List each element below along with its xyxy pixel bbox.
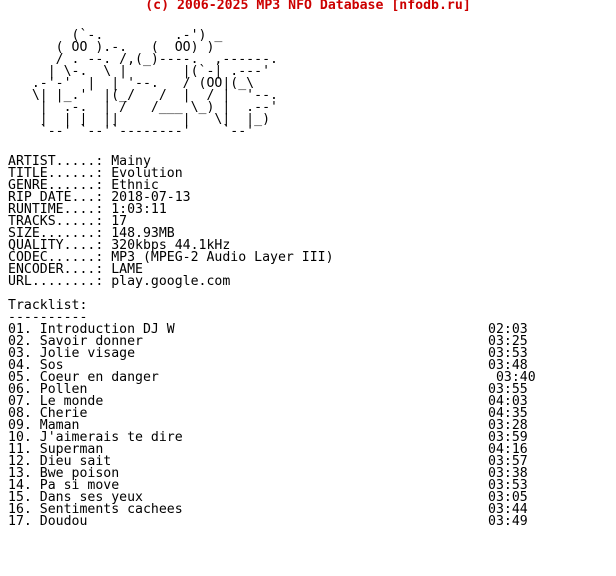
info-key: QUALITY....: xyxy=(8,238,112,253)
track-row: 16. Sentiments cachees 03:44 xyxy=(8,502,568,517)
track-row: 12. Dieu sait 03:57 xyxy=(8,454,568,469)
track-duration: 03:49 xyxy=(488,514,528,529)
track-duration: 03:55 xyxy=(488,382,528,397)
track-row: 17. Doudou 03:49 xyxy=(8,514,568,529)
track-duration: 03:25 xyxy=(488,334,528,349)
info-key: TITLE......: xyxy=(8,166,112,181)
tracklist: 01. Introduction DJ W 02:03 02. Savoir do… xyxy=(8,322,568,529)
track-duration: 04:35 xyxy=(488,406,528,421)
track-label: 11. Superman xyxy=(8,442,104,457)
info-key: URL........: xyxy=(8,274,112,289)
track-label: 17. Doudou xyxy=(8,514,88,529)
ascii-art-logo: (`-. .-') _ ( OO ).-. ( OO) ) / . --. /,… xyxy=(31,28,278,139)
track-label: 15. Dans ses yeux xyxy=(8,490,143,505)
info-value: MP3 (MPEG-2 Audio Layer III) xyxy=(111,250,334,265)
track-duration: 04:03 xyxy=(488,394,528,409)
track-row: 06. Pollen 03:55 xyxy=(8,382,568,397)
info-key: CODEC......: xyxy=(8,250,112,265)
tracklist-divider: ---------- xyxy=(8,310,88,325)
track-label: 07. Le monde xyxy=(8,394,104,409)
info-row-url: URL........: play.google.com xyxy=(8,274,334,289)
track-duration: 03:53 xyxy=(488,478,528,493)
track-label: 06. Pollen xyxy=(8,382,88,397)
info-value: 320kbps 44.1kHz xyxy=(111,238,231,253)
track-label: 10. J'aimerais te dire xyxy=(8,430,183,445)
track-duration: 03:57 xyxy=(488,454,528,469)
info-key: SIZE.......: xyxy=(8,226,112,241)
track-label: 01. Introduction DJ W xyxy=(8,322,175,337)
track-row: 13. Bwe poison 03:38 xyxy=(8,466,568,481)
track-duration: 03:59 xyxy=(488,430,528,445)
track-row: 15. Dans ses yeux 03:05 xyxy=(8,490,568,505)
track-duration: 03:28 xyxy=(488,418,528,433)
track-label: 05. Coeur en danger xyxy=(8,370,159,385)
track-label: 03. Jolie visage xyxy=(8,346,136,361)
tracklist-heading: Tracklist: xyxy=(8,298,88,313)
info-value: 17 xyxy=(111,214,128,229)
info-value: Ethnic xyxy=(111,178,159,193)
track-duration: 03:48 xyxy=(488,358,528,373)
track-row: 05. Coeur en danger 03:40 xyxy=(8,370,568,385)
track-row: 09. Maman 03:28 xyxy=(8,418,568,433)
info-row-tracks: TRACKS.....: 17 xyxy=(8,214,334,229)
track-duration: 03:05 xyxy=(488,490,528,505)
track-duration: 03:38 xyxy=(488,466,528,481)
info-row-size: SIZE.......: 148.93MB xyxy=(8,226,334,241)
track-row: 07. Le monde 04:03 xyxy=(8,394,568,409)
track-row: 01. Introduction DJ W 02:03 xyxy=(8,322,568,337)
track-row: 03. Jolie visage 03:53 xyxy=(8,346,568,361)
info-row-codec: CODEC......: MP3 (MPEG-2 Audio Layer III… xyxy=(8,250,334,265)
track-label: 04. Sos xyxy=(8,358,64,373)
track-row: 02. Savoir donner 03:25 xyxy=(8,334,568,349)
info-key: TRACKS.....: xyxy=(8,214,112,229)
info-row-quality: QUALITY....: 320kbps 44.1kHz xyxy=(8,238,334,253)
info-value: 2018-07-13 xyxy=(111,190,191,205)
track-label: 09. Maman xyxy=(8,418,80,433)
track-duration: 03:44 xyxy=(488,502,528,517)
info-row-encoder: ENCODER....: LAME xyxy=(8,262,334,277)
track-label: 14. Pa si move xyxy=(8,478,120,493)
info-row-title: TITLE......: Evolution xyxy=(8,166,334,181)
info-row-artist: ARTIST.....: Mainy xyxy=(8,154,334,169)
track-row: 08. Cherie 04:35 xyxy=(8,406,568,421)
track-duration: 02:03 xyxy=(488,322,528,337)
info-row-genre: GENRE......: Ethnic xyxy=(8,178,334,193)
track-label: 08. Cherie xyxy=(8,406,88,421)
track-label: 12. Dieu sait xyxy=(8,454,112,469)
info-value: 148.93MB xyxy=(111,226,175,241)
track-label: 16. Sentiments cachees xyxy=(8,502,183,517)
track-label: 13. Bwe poison xyxy=(8,466,120,481)
info-value: 1:03:11 xyxy=(111,202,167,217)
info-row-rip-date: RIP DATE...: 2018-07-13 xyxy=(8,190,334,205)
track-duration: 04:16 xyxy=(488,442,528,457)
info-key: RIP DATE...: xyxy=(8,190,112,205)
track-row: 11. Superman 04:16 xyxy=(8,442,568,457)
info-key: ENCODER....: xyxy=(8,262,112,277)
info-value: LAME xyxy=(111,262,143,277)
info-key: ARTIST.....: xyxy=(8,154,112,169)
track-row: 10. J'aimerais te dire 03:59 xyxy=(8,430,568,445)
release-info: ARTIST.....: Mainy TITLE......: Evolutio… xyxy=(8,154,334,289)
info-value: Evolution xyxy=(111,166,183,181)
info-key: GENRE......: xyxy=(8,178,112,193)
site-header: (c) 2006-2025 MP3 NFO Database [nfodb.ru… xyxy=(145,0,471,13)
track-label: 02. Savoir donner xyxy=(8,334,143,349)
track-duration: 03:40 xyxy=(488,370,536,385)
info-value: play.google.com xyxy=(111,274,231,289)
track-duration: 03:53 xyxy=(488,346,528,361)
info-value: Mainy xyxy=(111,154,151,169)
info-key: RUNTIME....: xyxy=(8,202,112,217)
track-row: 14. Pa si move 03:53 xyxy=(8,478,568,493)
track-row: 04. Sos 03:48 xyxy=(8,358,568,373)
info-row-runtime: RUNTIME....: 1:03:11 xyxy=(8,202,334,217)
